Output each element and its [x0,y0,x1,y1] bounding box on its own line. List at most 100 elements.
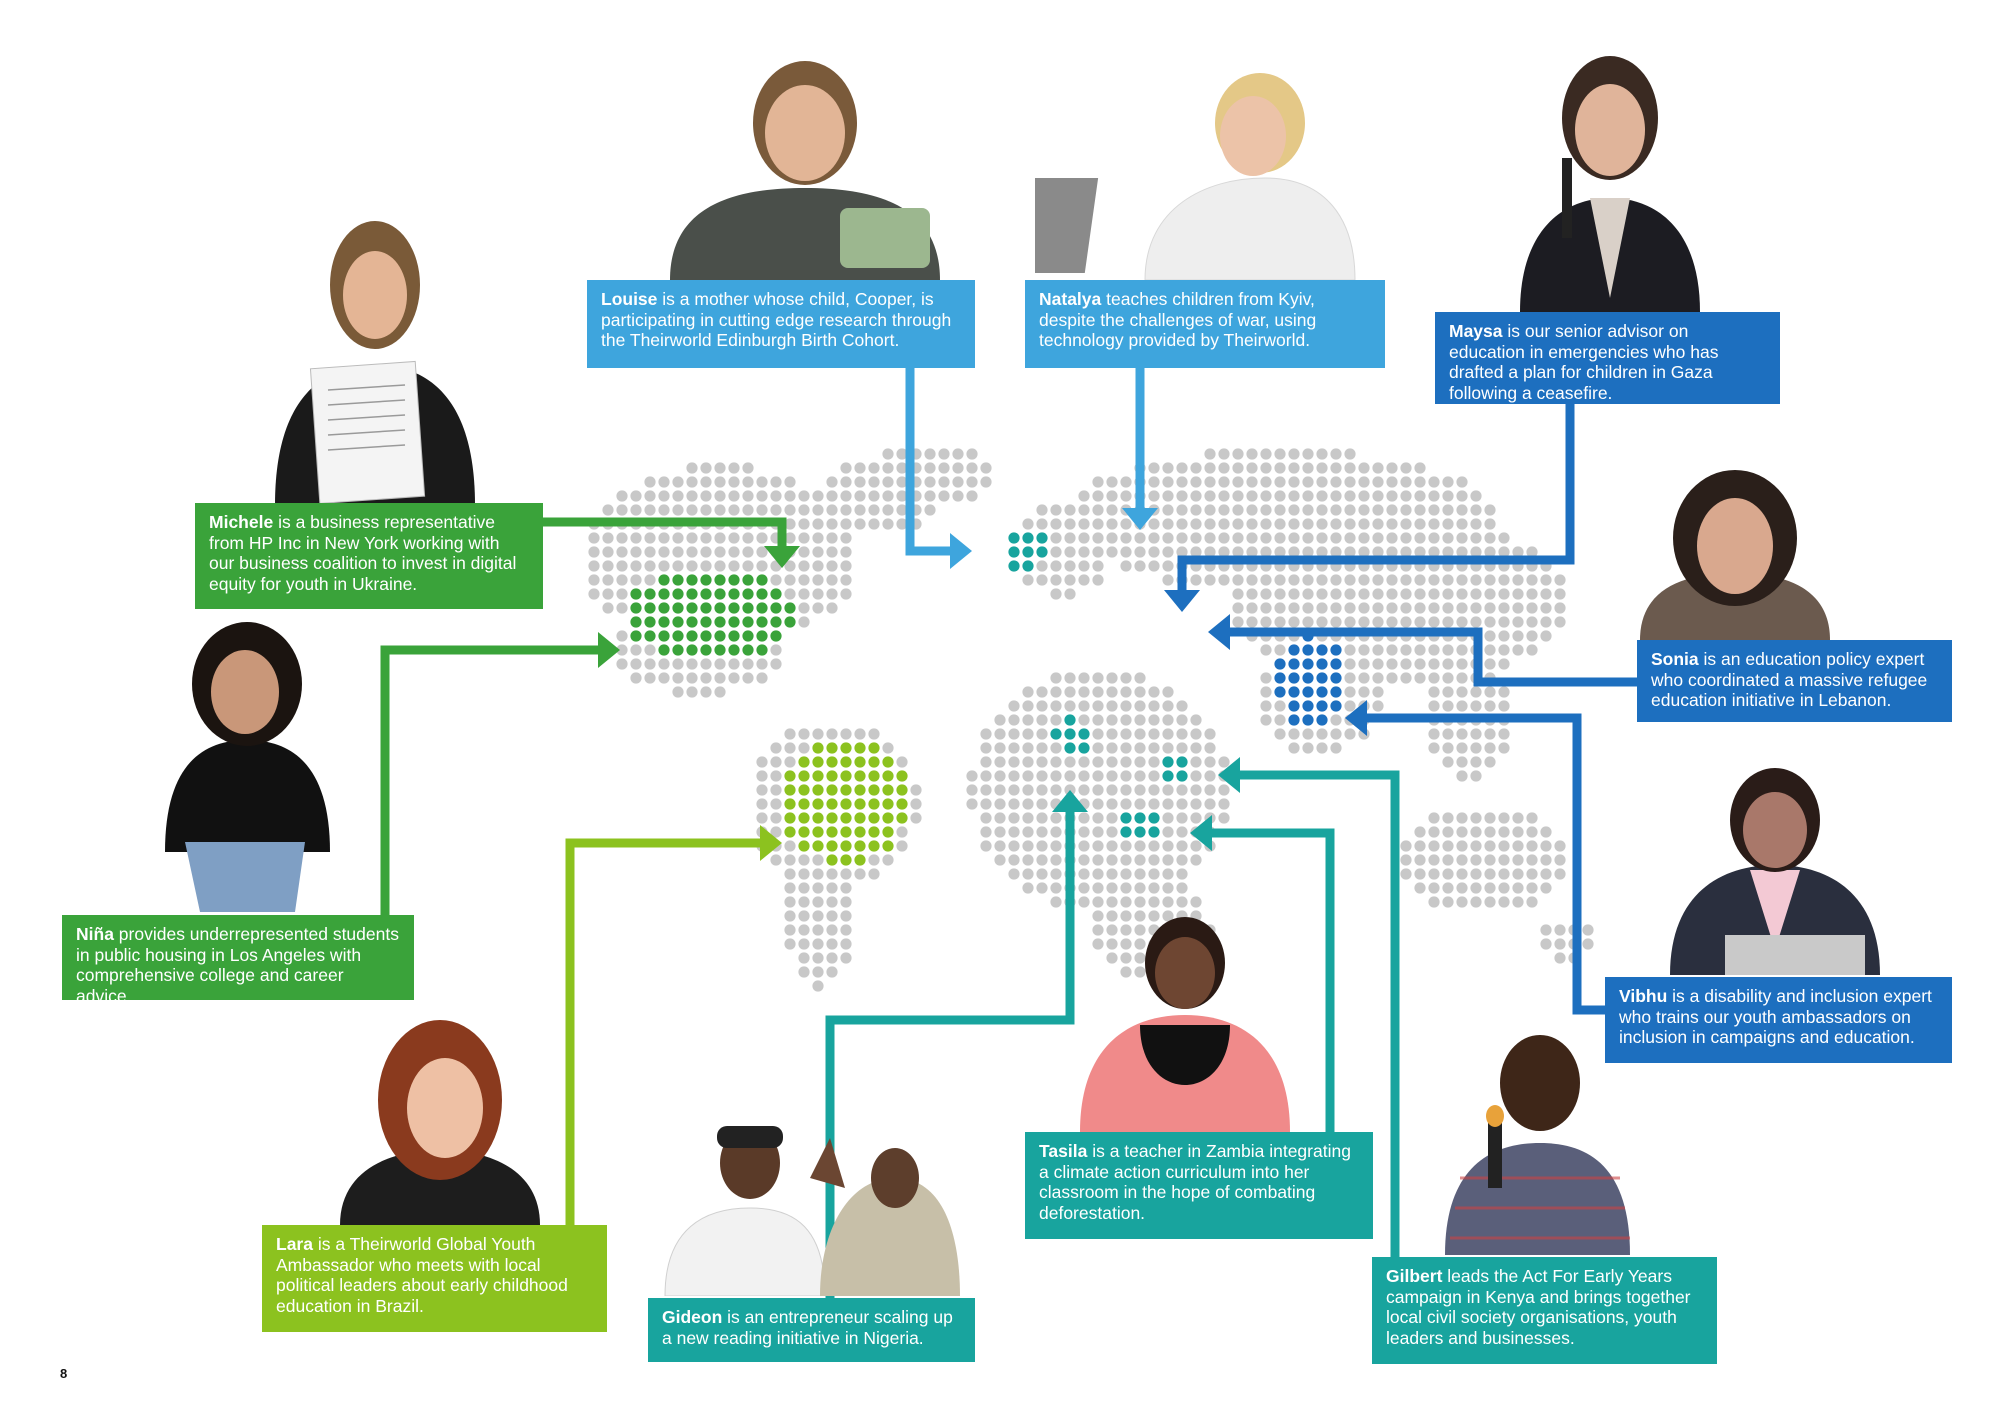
map-dot [1022,574,1034,586]
map-dot [1022,518,1034,530]
map-dot [840,476,852,488]
map-dot [1414,490,1426,502]
map-dot-highlight [700,602,712,614]
map-dot [1456,742,1468,754]
map-dot [1358,588,1370,600]
map-dot [1288,616,1300,628]
map-dot [1092,714,1104,726]
map-dot [1358,462,1370,474]
map-dot [1176,840,1188,852]
map-dot [1358,686,1370,698]
map-dot [1540,588,1552,600]
map-dot [798,854,810,866]
map-dot-highlight [700,644,712,656]
map-dot [1358,658,1370,670]
map-dot [714,490,726,502]
map-dot [854,462,866,474]
map-dot [1204,574,1216,586]
map-dot [1162,868,1174,880]
map-dot [1204,504,1216,516]
map-dot [1456,616,1468,628]
map-dot [630,658,642,670]
map-dot [1484,658,1496,670]
map-dot [1484,588,1496,600]
map-dot [1246,588,1258,600]
map-dot [1190,532,1202,544]
map-dot [798,616,810,628]
map-dot [1442,742,1454,754]
map-dot [854,476,866,488]
map-dot-highlight [868,840,880,852]
map-dot [784,490,796,502]
map-dot [784,756,796,768]
map-dot [1036,798,1048,810]
map-dot [658,504,670,516]
map-dot [672,532,684,544]
map-dot [1414,518,1426,530]
map-dot [1008,854,1020,866]
map-dot [742,462,754,474]
map-dot [630,546,642,558]
map-dot [1260,448,1272,460]
map-dot [1064,770,1076,782]
map-dot [1288,462,1300,474]
map-dot [1078,826,1090,838]
map-dot [1092,812,1104,824]
map-dot [1400,616,1412,628]
map-dot [1204,532,1216,544]
map-dot [826,476,838,488]
map-dot-highlight [896,798,908,810]
map-dot-highlight [686,588,698,600]
map-dot-highlight [1330,658,1342,670]
map-dot [1106,518,1118,530]
map-dot [728,504,740,516]
map-dot [616,630,628,642]
map-dot-highlight [1064,742,1076,754]
map-dot [630,574,642,586]
map-dot [924,490,936,502]
map-dot [1148,784,1160,796]
person-photo-icon [1080,917,1290,1132]
map-dot-highlight [812,770,824,782]
map-dot [1218,546,1230,558]
map-dot [1078,574,1090,586]
map-dot-highlight [1148,826,1160,838]
map-dot [1498,728,1510,740]
map-dot [1078,756,1090,768]
map-dot [686,546,698,558]
map-dot [1190,518,1202,530]
map-dot [1484,602,1496,614]
map-dot [1358,644,1370,656]
map-dot-highlight [882,798,894,810]
map-dot [1092,896,1104,908]
map-dot [658,672,670,684]
map-dot [644,574,656,586]
map-dot [1330,490,1342,502]
person-photo-icon [1520,56,1700,312]
map-dot [1008,784,1020,796]
map-dot [616,532,628,544]
map-dot [994,714,1006,726]
map-dot [1540,938,1552,950]
map-dot [826,560,838,572]
map-dot [938,448,950,460]
map-dot [1092,686,1104,698]
arrow-line [543,517,787,546]
map-dot [1008,728,1020,740]
map-dot [1344,728,1356,740]
map-dot [1274,644,1286,656]
map-dot [728,476,740,488]
person-description: is a mother whose child, Cooper, is part… [601,289,952,350]
map-dot [1232,602,1244,614]
map-dot [700,546,712,558]
map-dot [1078,854,1090,866]
map-dot-highlight [700,616,712,628]
map-dot-highlight [1176,756,1188,768]
map-dot [1246,546,1258,558]
map-dot [1120,714,1132,726]
map-dot [1386,476,1398,488]
map-dot [840,518,852,530]
map-dot [1428,518,1440,530]
map-dot [854,490,866,502]
